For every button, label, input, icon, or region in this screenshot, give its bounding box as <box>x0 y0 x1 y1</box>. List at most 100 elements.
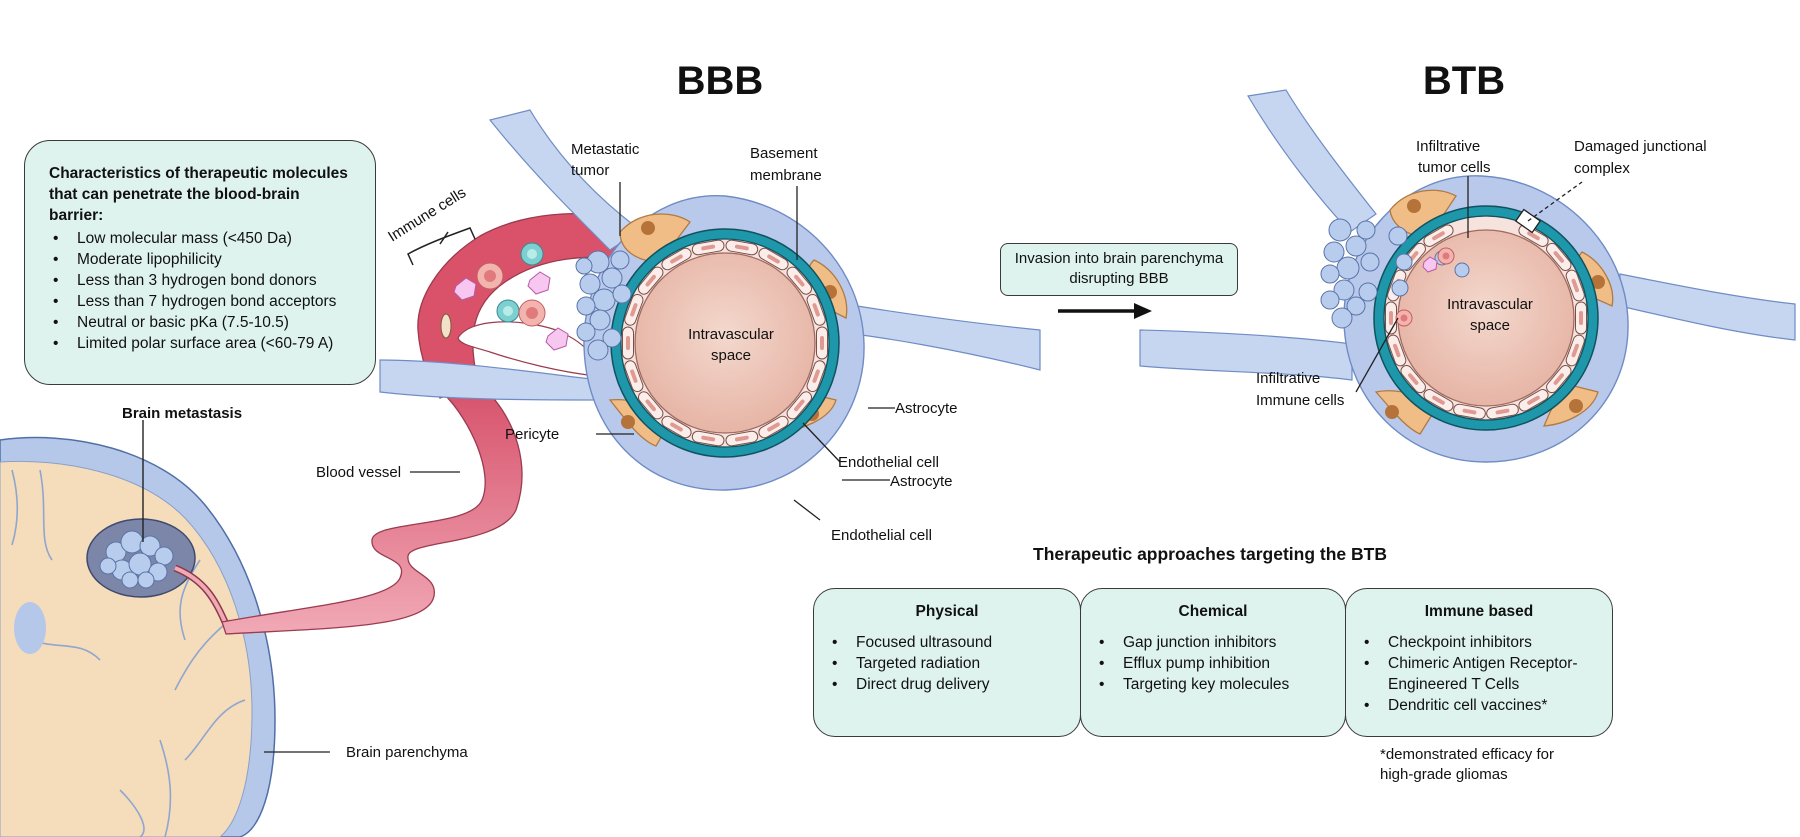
endothelial-nucleus <box>630 369 638 383</box>
approach-immune-title: Immune based <box>1424 603 1534 620</box>
endothelial-nucleus <box>1527 231 1540 241</box>
endothelial-nucleus <box>794 274 805 287</box>
endothelial-nucleus <box>645 274 656 287</box>
endothelial-nucleus <box>1553 251 1564 263</box>
bbb-title: BBB <box>677 59 764 103</box>
approach-physical-title: Physical <box>915 603 979 620</box>
brain-ventricle <box>14 602 46 654</box>
approach-item: Targeting key molecules <box>1099 674 1331 695</box>
label-btb-intravascular-space: Intravascular space <box>1447 296 1533 334</box>
endothelial-nucleus <box>767 422 780 432</box>
endothelial-nucleus <box>820 336 824 350</box>
approach-physical-list: Focused ultrasound Targeted radiation Di… <box>828 632 1066 695</box>
invasion-arrow <box>1058 303 1152 319</box>
label-astrocyte-1: Astrocyte <box>895 400 958 417</box>
endothelial-nucleus <box>1462 408 1477 415</box>
label-line: space <box>711 347 751 364</box>
bbb-astrocyte-process-right <box>819 299 1041 371</box>
characteristics-list: Low molecular mass (<450 Da) Moderate li… <box>49 228 357 354</box>
approach-chemical-list: Gap junction inhibitors Efflux pump inhi… <box>1095 632 1331 695</box>
btb-astrocyte-process-right <box>1619 273 1796 341</box>
characteristics-item: Neutral or basic pKa (7.5-10.5) <box>53 312 357 333</box>
endothelial-nucleus <box>1495 408 1510 415</box>
endothelial-nucleus <box>1432 231 1445 241</box>
immune-cells-bracket <box>407 227 476 266</box>
approach-item: Gap junction inhibitors <box>1099 632 1331 653</box>
label-blood-vessel: Blood vessel <box>316 464 401 481</box>
endothelial-nucleus <box>1408 373 1419 385</box>
btb-immune-cells <box>1395 247 1455 327</box>
label-line: Metastatic <box>571 141 640 158</box>
bbb-endothelial-cells <box>622 239 828 447</box>
leader-lines <box>264 176 1583 753</box>
brain-section <box>0 420 276 837</box>
approach-item: Focused ultrasound <box>832 632 1066 653</box>
approach-immune-box: Immune based Checkpoint inhibitors Chime… <box>1345 588 1613 737</box>
btb-astrocyte-process-upper <box>1247 89 1377 233</box>
label-pericyte: Pericyte <box>505 426 559 443</box>
approach-immune-list: Checkpoint inhibitors Chimeric Antigen R… <box>1360 632 1598 716</box>
approach-item: Chimeric Antigen Receptor-Engineered T C… <box>1364 653 1598 695</box>
endothelial-nucleus <box>794 399 805 412</box>
label-line: complex <box>1574 160 1630 177</box>
vessel-lower-tube <box>221 381 523 635</box>
approach-item: Checkpoint inhibitors <box>1364 632 1598 653</box>
label-astrocyte-2: Astrocyte <box>890 473 953 490</box>
label-line: Damaged junctional <box>1574 138 1707 155</box>
label-line: space <box>1470 317 1510 334</box>
btb-endothelial-cells <box>1385 224 1587 420</box>
invasion-box: Invasion into brain parenchyma disruptin… <box>1000 243 1238 296</box>
label-immune-cells: Immune cells <box>385 184 469 245</box>
label-metastatic-tumor: Metastatic tumor <box>571 141 640 179</box>
label-endothelial-cell-1: Endothelial cell <box>838 454 939 471</box>
label-line: tumor <box>571 162 609 179</box>
approach-item: Targeted radiation <box>832 653 1066 674</box>
label-brain-parenchyma: Brain parenchyma <box>346 744 468 761</box>
characteristics-item: Limited polar surface area (<60-79 A) <box>53 333 357 354</box>
approach-item: Direct drug delivery <box>832 674 1066 695</box>
label-line: Basement <box>750 145 818 162</box>
metastasis-cells <box>99 530 174 589</box>
label-line: Infiltrative <box>1416 138 1480 155</box>
label-line: Infiltrative <box>1256 370 1320 387</box>
endothelial-nucleus <box>1527 395 1540 405</box>
characteristics-box: Characteristics of therapeutic molecules… <box>24 140 376 385</box>
endothelial-nucleus <box>1579 311 1583 325</box>
blood-vessel-tube <box>221 213 631 635</box>
endothelial-nucleus <box>670 422 683 432</box>
characteristics-item: Low molecular mass (<450 Da) <box>53 228 357 249</box>
approach-chemical-title: Chemical <box>1178 603 1248 620</box>
label-damaged-junctional-complex: Damaged junctional complex <box>1574 138 1707 177</box>
endothelial-nucleus <box>1571 343 1579 358</box>
characteristics-item: Less than 7 hydrogen bond acceptors <box>53 291 357 312</box>
footnote: *demonstrated efficacy for high-grade gl… <box>1380 746 1554 783</box>
endothelial-nucleus <box>626 336 630 350</box>
btb-tumor-cells <box>1320 218 1470 329</box>
endothelial-nucleus <box>1571 278 1579 293</box>
endothelial-nucleus <box>1389 311 1393 325</box>
label-infiltrative-tumor-cells: Infiltrative tumor cells <box>1416 138 1491 176</box>
bbb-intravascular-space <box>634 252 816 434</box>
endothelial-nucleus <box>670 254 683 264</box>
characteristics-item: Less than 3 hydrogen bond donors <box>53 270 357 291</box>
btb-title: BTB <box>1423 59 1505 103</box>
label-line: Intravascular <box>1447 296 1533 313</box>
label-line: tumor cells <box>1418 159 1491 176</box>
approach-physical-box: Physical Focused ultrasound Targeted rad… <box>813 588 1081 737</box>
bbb-metastatic-tumor-cells <box>575 250 632 361</box>
endothelial-nucleus <box>1432 395 1445 405</box>
endothelial-nucleus <box>630 303 638 317</box>
endothelial-nucleus <box>812 369 820 383</box>
approaches-heading: Therapeutic approaches targeting the BTB <box>1033 544 1387 564</box>
immune-cells-in-vessel <box>440 242 569 351</box>
label-line: Immune cells <box>1256 392 1344 409</box>
endothelial-nucleus <box>701 244 716 251</box>
label-brain-metastasis: Brain metastasis <box>122 405 242 422</box>
characteristics-heading: Characteristics of therapeutic molecules… <box>49 165 348 224</box>
endothelial-nucleus <box>767 254 780 264</box>
endothelial-nucleus <box>1393 343 1401 358</box>
